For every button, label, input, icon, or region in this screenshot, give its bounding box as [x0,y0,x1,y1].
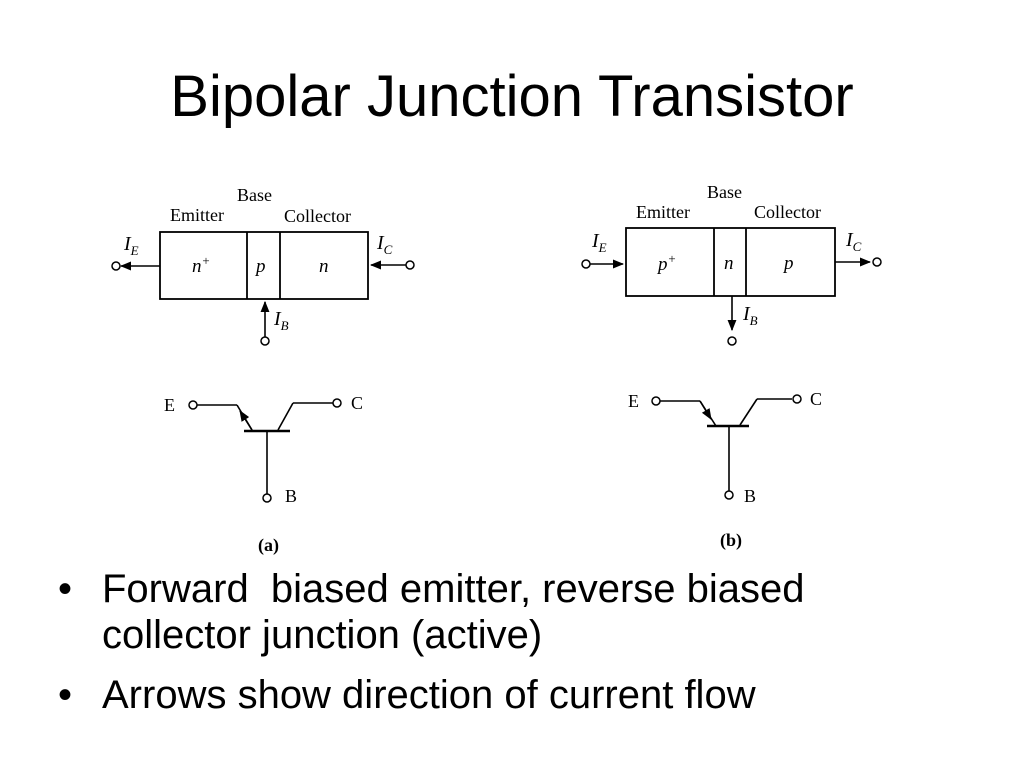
terminal-c-label: C [351,393,363,413]
base-doping: p [254,256,266,277]
base-doping: n [724,253,734,274]
terminal-c-label: C [810,389,822,409]
collector-lead-terminal [405,260,415,270]
base-lead-terminal [260,336,270,346]
bullet-item: • Forward biased emitter, reverse biased… [58,566,958,658]
emitter-lead-terminal [581,259,591,269]
figure-a: Emitter Base Collector n+ p n IE IC IB [111,185,415,556]
base-lead-terminal [727,336,737,346]
emitter-arrow [239,410,253,431]
bullet-symbol: • [58,567,73,611]
emitter-doping: n+ [192,253,210,278]
bullet-list: • Forward biased emitter, reverse biased… [58,566,958,732]
figure-caption-b: (b) [720,530,742,551]
collector-terminal [332,398,342,408]
bullet-symbol: • [58,673,73,717]
bullet-text: Forward biased emitter, reverse biased c… [102,567,816,657]
collector-current-label: IC [845,229,862,254]
collector-doping: n [319,256,329,277]
emitter-arrow [699,400,712,420]
emitter-terminal [188,400,198,410]
terminal-e-label: E [164,395,175,415]
bullet-text: Arrows show direction of current flow [102,673,756,717]
collector-lead-terminal [872,257,882,267]
label-emitter: Emitter [170,205,224,225]
label-base: Base [237,185,272,205]
collector-terminal [792,394,802,404]
terminal-b-label: B [744,486,756,506]
base-current-label: IB [742,303,758,328]
emitter-lead-terminal [111,261,121,271]
base-terminal [724,490,734,500]
collector-doping: p [782,253,794,274]
collector-current-label: IC [376,232,393,257]
label-collector: Collector [284,206,351,226]
npn-transistor-symbol: E C B [164,393,363,506]
figure-caption-a: (a) [258,535,279,556]
terminal-e-label: E [628,391,639,411]
emitter-current-label: IE [123,233,139,258]
emitter-doping: p+ [656,251,676,276]
label-emitter: Emitter [636,202,690,222]
slide-title: Bipolar Junction Transistor [170,64,854,129]
emitter-current-label: IE [591,230,607,255]
label-collector: Collector [754,202,821,222]
base-terminal [262,493,272,503]
emitter-terminal [651,396,661,406]
terminal-b-label: B [285,486,297,506]
bullet-item: • Arrows show direction of current flow [58,672,958,718]
figure-b: Emitter Base Collector p+ n p IE IC IB [581,182,882,551]
pnp-transistor-symbol: E C B [628,389,822,506]
label-base: Base [707,182,742,202]
base-current-label: IB [273,308,289,333]
